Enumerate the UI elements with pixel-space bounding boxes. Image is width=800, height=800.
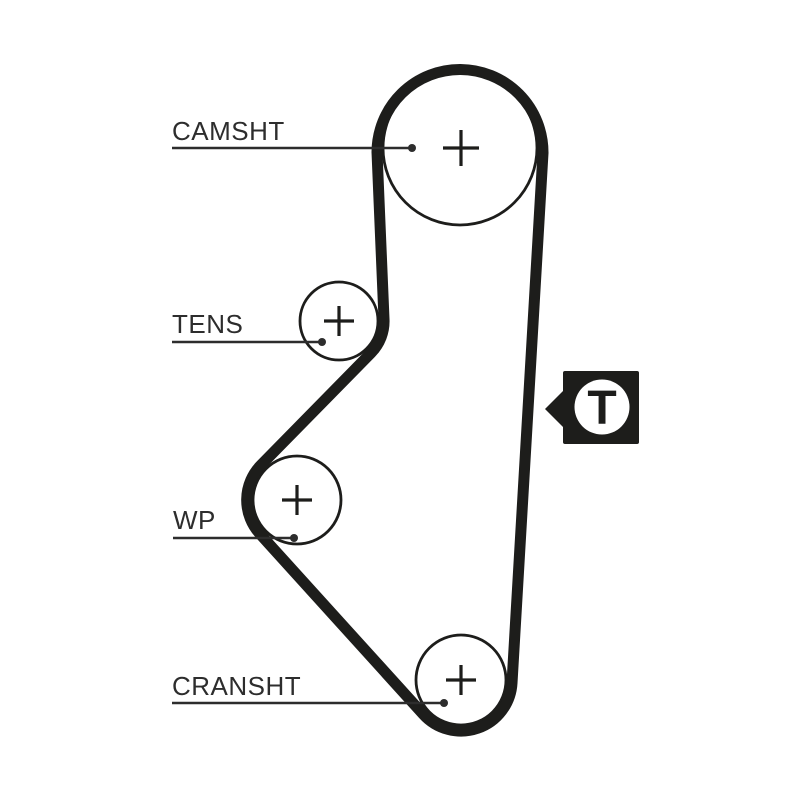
- cransht-label: CRANSHT: [172, 671, 301, 701]
- wp-leader-dot: [290, 534, 298, 542]
- camshaft-center-mark: [443, 130, 479, 166]
- tension-marker-circle: [574, 379, 630, 435]
- tens-label: TENS: [172, 309, 243, 339]
- leader-dots: [290, 144, 448, 707]
- cransht-leader-dot: [440, 699, 448, 707]
- timing-belt: [241, 64, 549, 737]
- camsht-leader-dot: [408, 144, 416, 152]
- water-pump-center-mark: [282, 485, 312, 515]
- left-arrow-icon: [545, 388, 566, 430]
- tens-leader-dot: [318, 338, 326, 346]
- camsht-label: CAMSHT: [172, 116, 285, 146]
- tension-marker-letter: T: [587, 382, 616, 435]
- wp-label: WP: [173, 505, 216, 535]
- leader-lines: [172, 146, 444, 705]
- pulley-circles: [251, 69, 539, 727]
- tension-marker: T: [545, 371, 639, 444]
- pulley-center-marks: [282, 130, 479, 695]
- tensioner-center-mark: [324, 306, 354, 336]
- crankshaft-center-mark: [446, 665, 476, 695]
